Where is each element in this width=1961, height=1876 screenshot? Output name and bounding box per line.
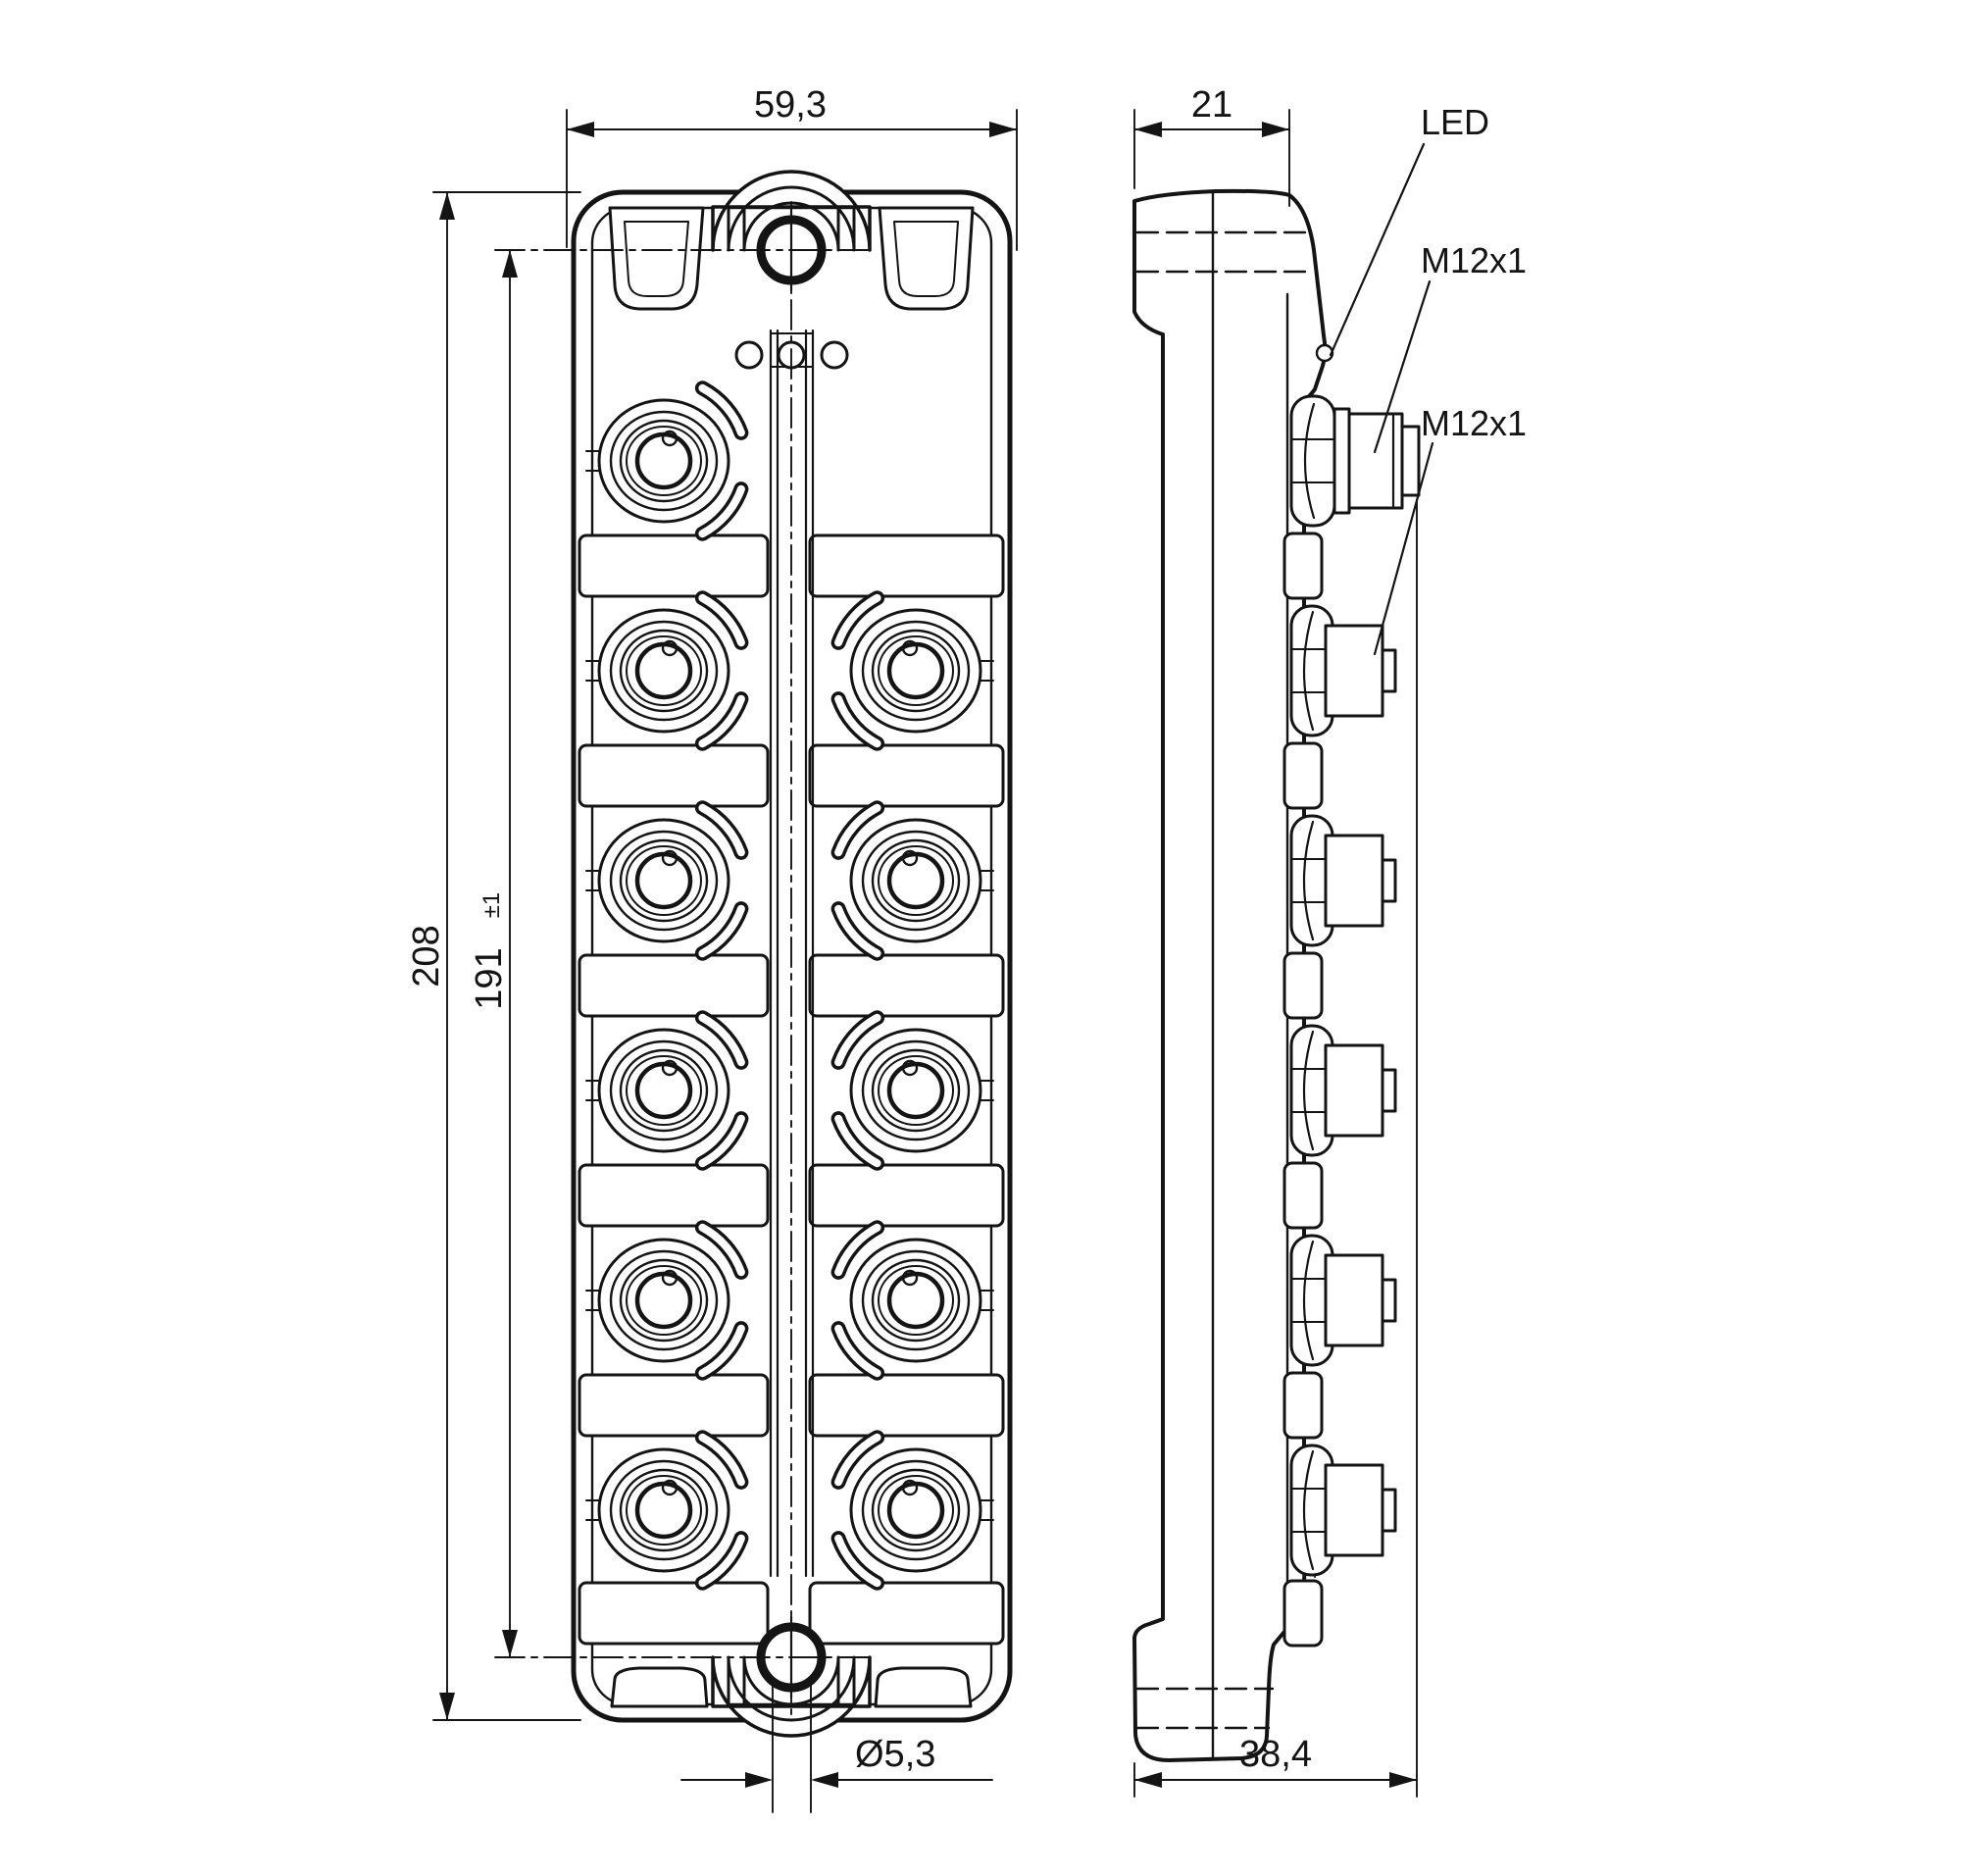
- separator-bar: [578, 743, 770, 808]
- m12-port-side: [1289, 814, 1397, 947]
- m12-port-side: [1289, 604, 1397, 737]
- mounting-ear-bottom: [610, 1655, 973, 1738]
- label-m12-top: M12x1: [1421, 240, 1527, 280]
- led-indicator: [820, 340, 849, 370]
- side-view: [1132, 188, 1421, 1762]
- port-separator-bars: [578, 533, 1005, 1646]
- separator-bar: [808, 953, 1005, 1018]
- mounting-pocket: [610, 1666, 709, 1708]
- dim-hole-spacing: 191 ±1: [469, 249, 869, 1658]
- dim-hole-diameter-value: Ø5,3: [855, 1734, 935, 1775]
- dim-depth-overall-value: 38,4: [1239, 1734, 1312, 1775]
- separator-bar: [578, 953, 770, 1018]
- leader-m12-top: [1373, 279, 1432, 454]
- separator-bar: [808, 533, 1005, 598]
- mounting-pocket: [608, 206, 705, 311]
- separator-bar: [578, 1581, 770, 1646]
- leader-led: [1329, 142, 1426, 357]
- separator-bar: [808, 1581, 1005, 1646]
- label-m12-side: M12x1: [1421, 403, 1527, 443]
- dim-depth-top: 21: [1133, 84, 1290, 207]
- m12-port-side: [1289, 1024, 1397, 1157]
- side-mounting-tab: [1282, 532, 1324, 600]
- side-mounting-tab: [1282, 1371, 1324, 1440]
- hidden-edges-top: [1135, 230, 1314, 274]
- dim-depth-overall: 38,4: [1133, 499, 1418, 1798]
- mounting-pocket: [874, 1666, 973, 1708]
- separator-bar: [808, 1163, 1005, 1228]
- dim-width-top: 59,3: [566, 84, 1018, 251]
- dim-hole-spacing-value: 191: [469, 947, 510, 1009]
- m12-port-side-threaded: [1289, 394, 1421, 528]
- mounting-ear-top: [608, 170, 975, 311]
- dim-hole-diameter: Ø5,3: [680, 1678, 993, 1813]
- dim-depth-top-value: 21: [1191, 84, 1232, 126]
- dim-hole-spacing-tolerance: ±1: [478, 892, 505, 919]
- status-leds: [734, 340, 849, 370]
- m12-port-side: [1289, 1234, 1397, 1367]
- label-led: LED: [1421, 102, 1489, 142]
- mounting-pocket: [878, 206, 975, 311]
- dim-width-top-value: 59,3: [754, 84, 827, 126]
- front-view: [571, 170, 1013, 1738]
- separator-bar: [578, 533, 770, 598]
- dimensions: 59,3 21 208 191 ±1: [406, 84, 1418, 1813]
- hidden-edges-bottom: [1135, 1687, 1275, 1730]
- dim-height-overall: 208: [406, 191, 581, 1721]
- led-indicator: [734, 340, 764, 370]
- side-mounting-tab: [1282, 951, 1324, 1020]
- separator-bar: [808, 743, 1005, 808]
- separator-bar: [808, 1373, 1005, 1438]
- side-mounting-tab: [1282, 741, 1324, 810]
- side-mounting-tab: [1282, 1161, 1324, 1230]
- led-dot: [1315, 343, 1334, 363]
- dim-height-overall-value: 208: [406, 925, 447, 987]
- separator-bar: [578, 1163, 770, 1228]
- callout-labels: LED M12x1 M12x1: [1329, 102, 1527, 656]
- leader-m12-side: [1373, 441, 1434, 656]
- side-mounting-tab: [1282, 1579, 1324, 1648]
- separator-bar: [578, 1373, 770, 1438]
- m12-port-side: [1289, 1444, 1397, 1577]
